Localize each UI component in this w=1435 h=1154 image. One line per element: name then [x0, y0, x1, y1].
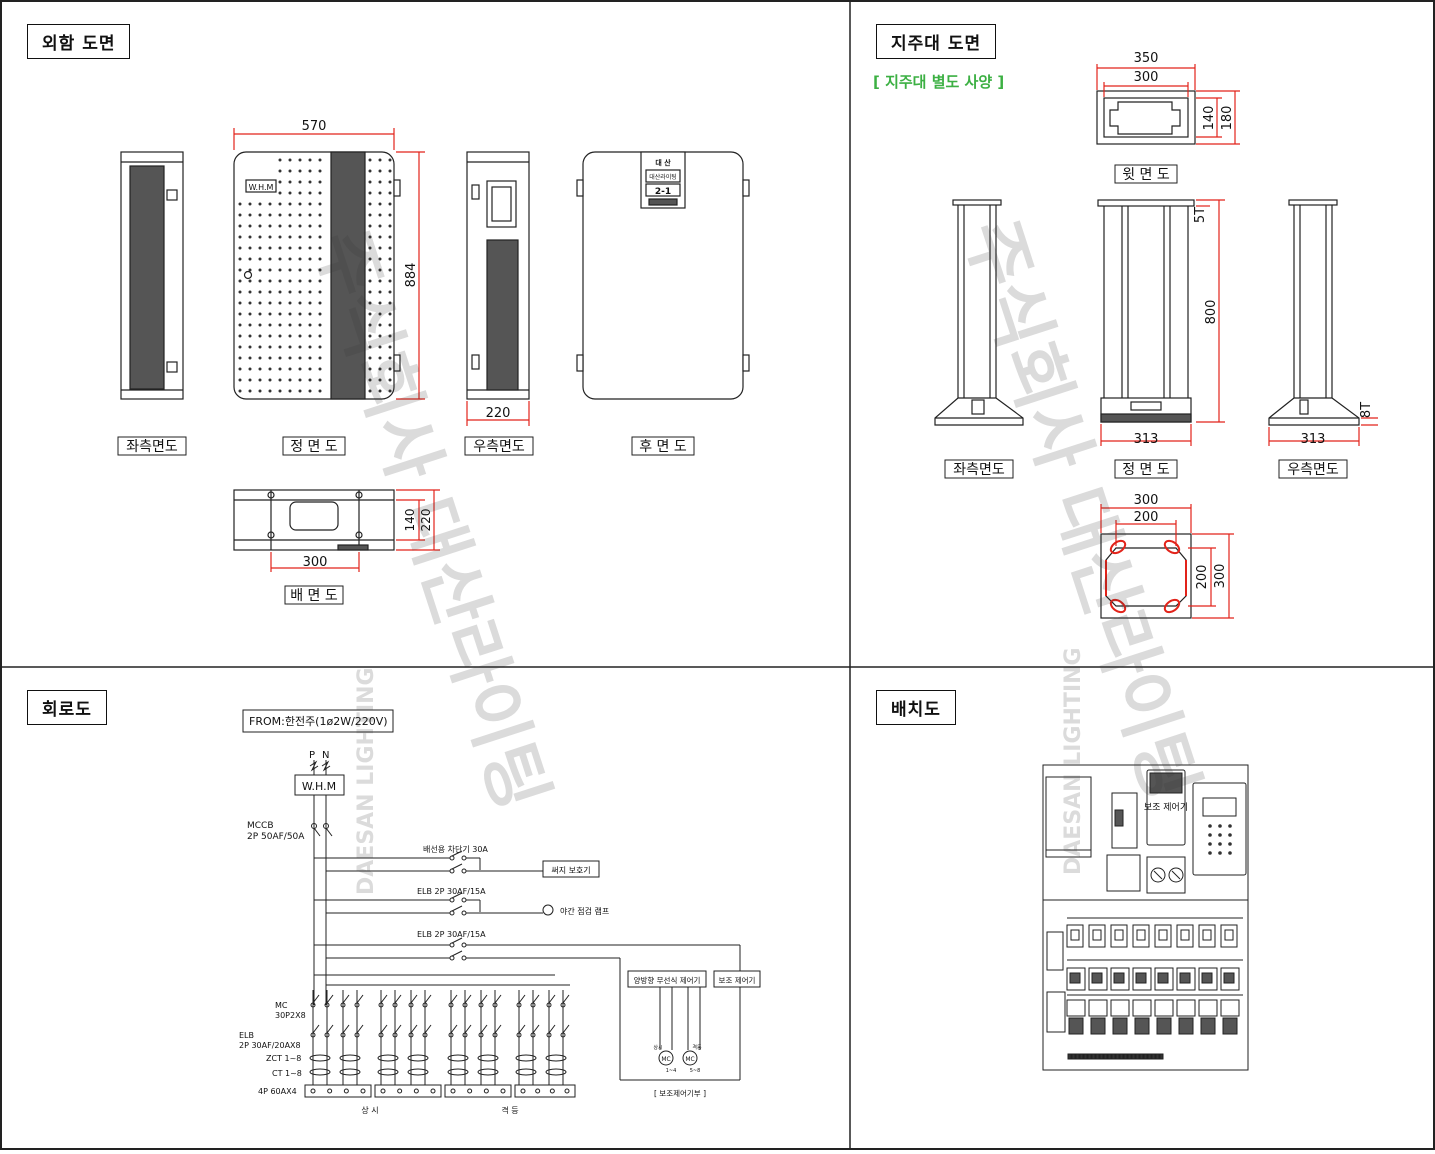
layout-drawing — [1042, 764, 1249, 1071]
back-view — [576, 151, 750, 400]
stand-dim-bottom-inner: 200 — [1134, 510, 1159, 525]
stand-right-view — [1268, 199, 1378, 446]
stand-dim-top-h2: 180 — [1220, 106, 1235, 131]
watermark: 주식회사 대산라이팅 주식회사 대산라이팅 DAESAN LIGHTING DA… — [299, 210, 1214, 895]
circuit-alternate: 격 등 — [501, 1105, 518, 1115]
stand-dim-bottom-h2: 300 — [1213, 564, 1228, 589]
circuit-mc2: MC — [685, 1056, 694, 1063]
circuit-always: 상 시 — [361, 1105, 378, 1115]
exterior-view-labels: 좌측면도 정 면 도 우측면도 후 면 도 배 면 도 — [117, 436, 695, 605]
circuit-mccb: MCCB — [247, 821, 274, 831]
circuit-aux: 보조 제어기 — [719, 975, 756, 985]
circuit-mc2-top: 격등 — [692, 1044, 702, 1051]
layout-aux-label: 보조 제어기 — [1144, 802, 1188, 813]
stand-left-view — [934, 199, 1024, 426]
label-right-view: 우측면도 — [473, 439, 525, 455]
circuit-mc1-top: 상시 — [653, 1044, 662, 1051]
nameplate-top: 대 산 — [655, 158, 671, 167]
circuit-elb2: ELB 2P 30AF/15A — [417, 930, 486, 939]
circuit-lamp: 야간 점검 램프 — [560, 906, 609, 916]
circuit-p: P — [309, 750, 315, 761]
circuit-wireless: 양방향 무선식 제어기 — [634, 975, 701, 985]
watermark-sub: DAESAN LIGHTING — [354, 667, 379, 895]
circuit-zct: ZCT 1~8 — [266, 1054, 301, 1063]
stand-note: [ 지주대 별도 사양 ] — [873, 73, 1005, 91]
stand-dim-base: 313 — [1134, 432, 1159, 447]
circuit-aux-part: [ 보조제어기부 ] — [654, 1088, 706, 1098]
bottom-view — [233, 489, 440, 572]
circuit-elb-spec: 2P 30AF/20AX8 — [239, 1041, 301, 1050]
circuit-ct: CT 1~8 — [272, 1069, 302, 1078]
label-stand-right-view: 우측면도 — [1287, 462, 1339, 478]
stand-dimension-texts: 350 300 140 180 5T 800 313 313 8T 300 20… — [1134, 51, 1374, 589]
circuit-mc1-range: 1~4 — [666, 1068, 677, 1074]
label-stand-top-view: 윗 면 도 — [1122, 167, 1170, 183]
circuit-mccb-spec: 2P 50AF/50A — [247, 832, 305, 842]
circuit-texts: FROM:한전주(1ø2W/220V) P N W.H.M MCCB 2P 50… — [239, 715, 755, 1115]
circuit-surge: 써지 보호기 — [551, 866, 590, 875]
exterior-drawing — [120, 128, 750, 572]
stand-dim-height: 800 — [1204, 300, 1219, 325]
stand-top-view — [1096, 64, 1240, 145]
dim-depth: 220 — [486, 406, 511, 421]
dim-bottom-h2: 220 — [419, 509, 433, 532]
nameplate-middle: 대산라이팅 — [649, 173, 677, 181]
label-stand-left-view: 좌측면도 — [953, 462, 1005, 478]
stand-dim-top-outer: 350 — [1134, 51, 1159, 66]
stand-dim-bottom-h1: 200 — [1195, 565, 1210, 590]
circuit-n: N — [322, 750, 329, 761]
stand-dim-thickness-top: 5T — [1193, 207, 1208, 223]
circuit-mc-spec: 30P2X8 — [275, 1011, 306, 1020]
circuit-whm: W.H.M — [302, 780, 336, 793]
label-left-view: 좌측면도 — [126, 439, 178, 455]
circuit-elb: ELB — [239, 1031, 254, 1040]
section-title-circuit: 회로도 — [27, 690, 107, 725]
stand-dim-base-right: 313 — [1301, 432, 1326, 447]
whm-plate: W.H.M — [249, 183, 274, 192]
nameplate-code: 2-1 — [655, 187, 671, 197]
stand-dim-top-h1: 140 — [1202, 106, 1217, 131]
circuit-diagram — [242, 709, 761, 1098]
stand-dim-bottom-outer: 300 — [1134, 493, 1159, 508]
section-title-stand: 지주대 도면 — [876, 24, 997, 59]
stand-view-labels: 윗 면 도 좌측면도 정 면 도 우측면도 — [944, 164, 1348, 479]
circuit-mc2-range: 5~8 — [690, 1068, 701, 1074]
dim-bottom-h1: 140 — [403, 509, 417, 532]
stand-dim-top-inner: 300 — [1134, 70, 1159, 85]
stand-base-plate — [1100, 504, 1234, 619]
section-title-layout: 배치도 — [876, 690, 956, 725]
dim-bottom-width: 300 — [303, 555, 328, 570]
front-view — [233, 128, 425, 400]
stand-front-view — [1097, 199, 1225, 446]
right-side-view — [466, 151, 530, 426]
circuit-terminal: 4P 60AX4 — [258, 1087, 297, 1096]
circuit-mc: MC — [275, 1001, 288, 1010]
label-stand-front-view: 정 면 도 — [1122, 462, 1170, 478]
left-side-view — [120, 151, 184, 400]
watermark-sub-2: DAESAN LIGHTING — [1061, 647, 1086, 875]
circuit-elb1: ELB 2P 30AF/15A — [417, 887, 486, 896]
section-title-exterior: 외함 도면 — [27, 24, 131, 59]
dim-width: 570 — [302, 119, 327, 134]
circuit-from: FROM:한전주(1ø2W/220V) — [249, 715, 388, 728]
label-back-view: 후 면 도 — [639, 439, 687, 455]
circuit-breaker1: 배선용 차단기 30A — [423, 844, 488, 854]
circuit-mc1: MC — [661, 1056, 670, 1063]
label-front-view: 정 면 도 — [290, 439, 338, 455]
stand-dim-thickness-base: 8T — [1359, 402, 1374, 418]
label-bottom-view: 배 면 도 — [290, 588, 338, 604]
dim-height: 884 — [404, 263, 419, 288]
stand-drawing — [934, 64, 1378, 619]
